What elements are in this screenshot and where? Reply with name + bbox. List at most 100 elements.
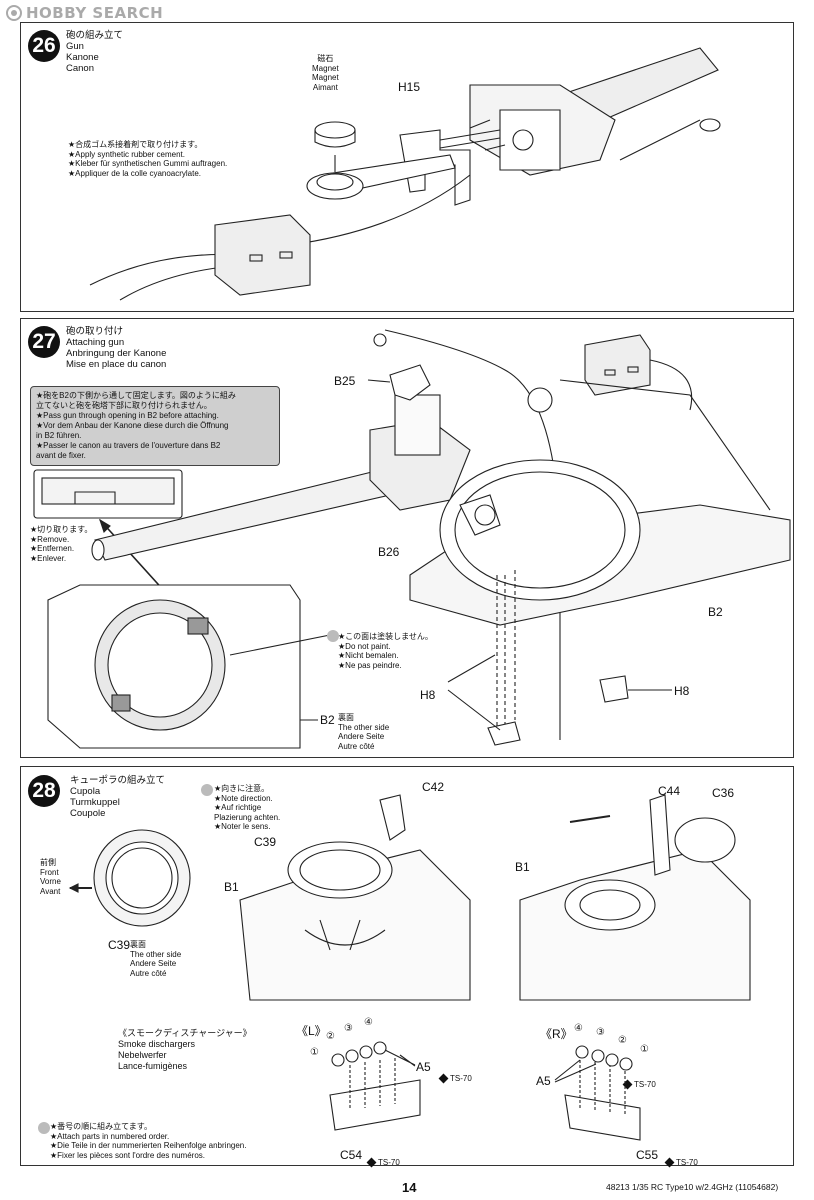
warning-line: 立てないと砲を砲塔下部に取り付けられません。 — [36, 401, 212, 410]
warning-line: ★Passer le canon au travers de l'ouvertu… — [36, 441, 221, 450]
step-28-title: キューポラの組み立て Cupola Turmkuppel Coupole — [70, 775, 165, 819]
remove-en: ★Remove. — [30, 534, 70, 544]
right-side-tag: 《R》 — [540, 1027, 573, 1041]
order-fr: ★Fixer les pièces sont l'ordre des numér… — [50, 1150, 205, 1160]
otherside-en: The other side — [338, 722, 390, 732]
direction-fr: ★Noter le sens. — [214, 822, 271, 831]
part-b25-label: B25 — [334, 374, 356, 388]
otherside-de: Andere Seite — [338, 732, 385, 741]
part-a5-label: A5 — [416, 1060, 431, 1074]
part-b1-label: B1 — [515, 860, 530, 874]
front-ja: 前側 — [40, 858, 56, 867]
part-c36-label: C36 — [712, 786, 735, 800]
remove-fr: ★Enlever. — [30, 553, 67, 563]
smoke-discharger-title: 《スモークディスチャージャー》 Smoke dischargers Nebelw… — [118, 1028, 252, 1072]
magnet-fr: Aimant — [312, 82, 338, 92]
no-paint-note: ★この面は塗装しません。 ★Do not paint. ★Nicht bemal… — [338, 632, 433, 670]
paint-ts70: TS-70 — [366, 1157, 400, 1168]
num-1-right: ① — [640, 1044, 649, 1055]
step-27-title: 砲の取り付け Attaching gun Anbringung der Kano… — [66, 326, 166, 370]
part-h8-label: H8 — [420, 688, 436, 702]
direction-note: ★向きに注意。 ★Note direction. ★Auf richtige P… — [214, 784, 280, 832]
front-en: Front — [40, 867, 59, 877]
num-2-right: ② — [618, 1035, 627, 1046]
num-4-left: ④ — [364, 1017, 373, 1028]
otherside-de: Andere Seite — [130, 959, 177, 968]
otherside-fr: Autre côté — [338, 741, 375, 751]
step-28-panel — [20, 766, 794, 1166]
title-ja: 砲の組み立て — [66, 30, 124, 41]
paint-ts70: TS-70 — [438, 1073, 472, 1084]
front-de: Vorne — [40, 877, 61, 886]
other-side-label: 裏面 The other side Andere Seite Autre côt… — [130, 940, 181, 978]
smoke-de: Nebelwerfer — [118, 1050, 167, 1060]
part-c42-label: C42 — [422, 780, 445, 794]
smoke-fr: Lance-fumigènes — [118, 1061, 188, 1071]
nopaint-en: ★Do not paint. — [338, 641, 391, 651]
no-paint-mark-icon — [327, 630, 339, 642]
part-b2-label: B2 — [708, 605, 723, 619]
direction-de2: Plazierung achten. — [214, 812, 281, 822]
step-26-number: 26 — [28, 30, 60, 62]
warning-line: avant de fixer. — [36, 451, 86, 460]
title-en: Attaching gun — [66, 337, 125, 348]
paint-ts70: TS-70 — [664, 1157, 698, 1168]
order-en: ★Attach parts in numbered order. — [50, 1131, 170, 1141]
nopaint-de: ★Nicht bemalen. — [338, 651, 399, 660]
part-h8-label: H8 — [674, 684, 690, 698]
magnet-en: Magnet — [312, 63, 339, 73]
title-fr: Canon — [66, 63, 94, 74]
note-en: ★Apply synthetic rubber cement. — [68, 149, 186, 159]
title-fr: Mise en place du canon — [66, 359, 167, 370]
order-de: ★Die Teile in der nummerierten Reihenfol… — [50, 1141, 247, 1150]
page-number: 14 — [402, 1180, 417, 1195]
num-4-right: ④ — [574, 1023, 583, 1034]
remove-note: ★切り取ります。 ★Remove. ★Entfernen. ★Enlever. — [30, 525, 92, 563]
part-b2-other-label: B2 — [320, 713, 335, 727]
step-27-number: 27 — [28, 326, 60, 358]
direction-ja: ★向きに注意。 — [214, 784, 270, 793]
part-h15-label: H15 — [398, 80, 421, 94]
other-side-label: 裏面 The other side Andere Seite Autre côt… — [338, 713, 389, 751]
note-fr: ★Appliquer de la colle cyanoacrylate. — [68, 168, 202, 178]
num-3-left: ③ — [344, 1023, 353, 1034]
title-en: Gun — [66, 41, 84, 52]
step-26-title: 砲の組み立て Gun Kanone Canon — [66, 30, 123, 74]
paint-ts70-text: TS-70 — [676, 1158, 698, 1167]
paint-ts70-text: TS-70 — [634, 1080, 656, 1089]
step-27-panel — [20, 318, 794, 758]
part-c54-label: C54 — [340, 1148, 363, 1162]
note-ja: ★合成ゴム系接着剤で取り付けます。 — [68, 140, 203, 149]
otherside-ja: 裏面 — [130, 940, 146, 949]
title-ja: キューポラの組み立て — [70, 775, 166, 786]
part-b26-label: B26 — [378, 545, 400, 559]
watermark-text: HOBBY SEARCH — [26, 4, 164, 22]
order-ja: ★番号の順に組み立てます。 — [50, 1122, 152, 1131]
title-de: Anbringung der Kanone — [66, 348, 167, 359]
step-27-warning-box: ★砲をB2の下側から通して固定します。図のように組み 立てないと砲を砲塔下部に取… — [30, 386, 280, 466]
direction-de: ★Auf richtige — [214, 803, 262, 812]
paint-ts70-text: TS-70 — [378, 1158, 400, 1167]
paint-ts70: TS-70 — [622, 1079, 656, 1090]
left-side-tag: 《L》 — [296, 1024, 327, 1038]
part-b1-label: B1 — [224, 880, 239, 894]
remove-de: ★Entfernen. — [30, 544, 75, 553]
hobbysearch-logo-icon — [6, 5, 22, 21]
remove-ja: ★切り取ります。 — [30, 525, 93, 534]
num-3-right: ③ — [596, 1027, 605, 1038]
step-26-panel — [20, 22, 794, 312]
part-a5-label: A5 — [536, 1074, 551, 1088]
otherside-en: The other side — [130, 949, 182, 959]
part-c44-label: C44 — [658, 784, 681, 798]
step-26-notes: ★合成ゴム系接着剤で取り付けます。 ★Apply synthetic rubbe… — [68, 140, 227, 178]
num-2-left: ② — [326, 1031, 335, 1042]
front-fr: Avant — [40, 886, 61, 896]
warning-line: ★Vor dem Anbau der Kanone diese durch di… — [36, 421, 229, 430]
part-c39-label: C39 — [254, 835, 277, 849]
title-de: Kanone — [66, 52, 99, 63]
title-en: Cupola — [70, 786, 101, 797]
warning-line: in B2 führen. — [36, 431, 82, 440]
direction-mark-icon — [201, 784, 213, 796]
